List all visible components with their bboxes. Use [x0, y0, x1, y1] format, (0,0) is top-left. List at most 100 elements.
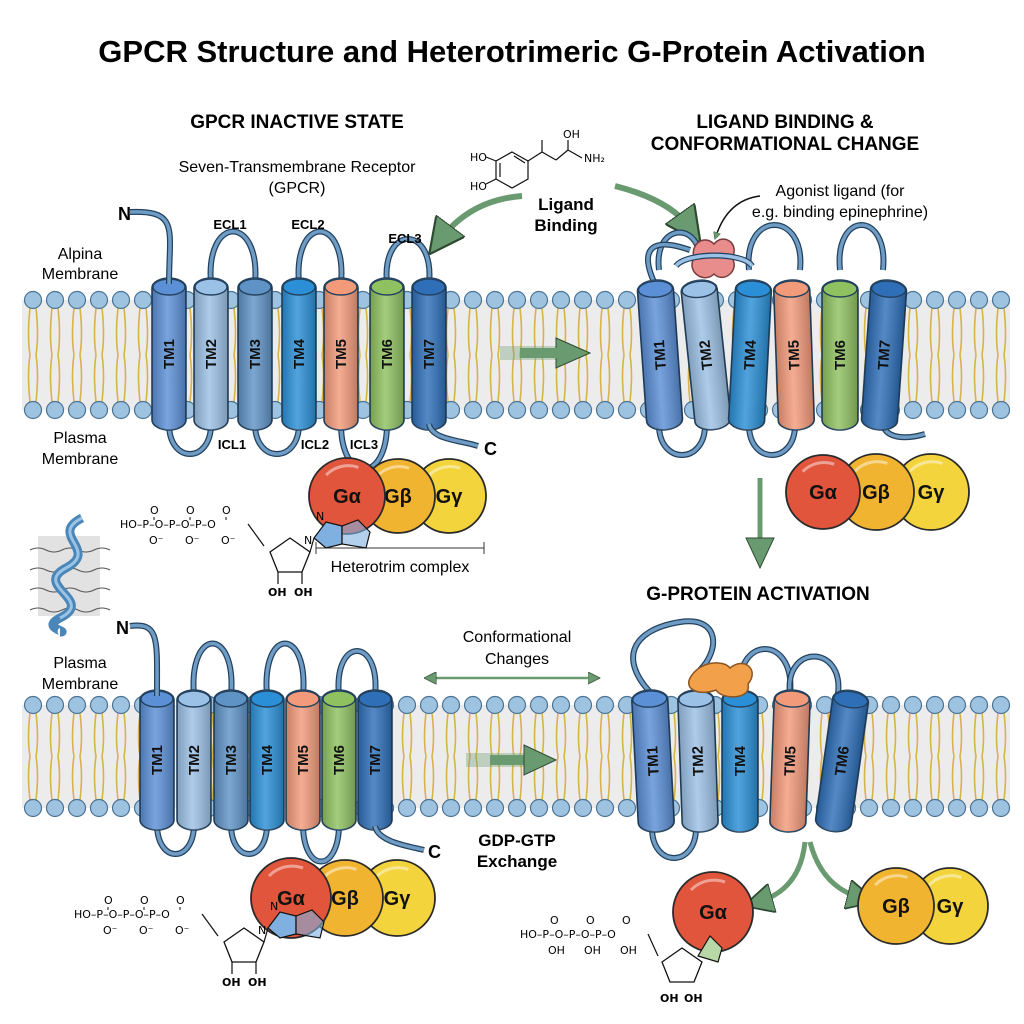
- gpcr-receptor-bound: TM1 TM2 TM4 TM5 TM6 TM7: [636, 222, 926, 458]
- chem-ho-2: HO: [470, 180, 487, 193]
- helix-label: TM2: [689, 746, 707, 777]
- g-alpha-subunit: Gα: [308, 457, 386, 535]
- helix-tm4: TM4: [721, 689, 759, 833]
- helix-label: TM6: [832, 745, 853, 777]
- heterotrimer-label: Heterotrim complex: [331, 559, 470, 576]
- phosphate-oh: OH: [620, 944, 637, 957]
- phosphate-minus: O⁻: [103, 924, 118, 937]
- agonist-label-line2: e.g. binding epinephrine): [752, 204, 928, 221]
- helix-icon: [29, 513, 111, 637]
- helix-tm4: TM4: [249, 689, 285, 831]
- ecl1-label: ECL1: [213, 217, 246, 232]
- g-gamma-subunit-label: Gγ: [384, 888, 412, 910]
- ribose-oh: OH: [248, 976, 267, 989]
- page-title: GPCR Structure and Heterotrimeric G-Prot…: [98, 34, 925, 69]
- c-terminus-label-2: C: [428, 842, 441, 862]
- ecl3-label: ECL3: [388, 231, 421, 246]
- membrane-label-bottom-1: Plasma: [53, 430, 106, 447]
- membrane-label-2-1: Plasma: [53, 655, 106, 672]
- helix-tm5: TM5: [772, 279, 816, 431]
- phosphate-o: O: [150, 504, 159, 517]
- arrow-bound-to-activation: [745, 478, 775, 570]
- exchange-line2: Exchange: [477, 852, 557, 871]
- helix-label: TM7: [421, 339, 438, 369]
- arrow-exchange: [466, 744, 558, 776]
- n-terminus-label: N: [118, 204, 131, 224]
- helix-label: TM1: [651, 339, 670, 370]
- ligand-binding-line1: Ligand: [538, 195, 594, 214]
- base-n: N: [270, 900, 278, 913]
- helix-tm2: TM2: [680, 279, 732, 431]
- phosphate-minus: O⁻: [185, 534, 200, 547]
- helix-tm2: TM2: [176, 689, 212, 831]
- helix-label: TM6: [331, 745, 348, 775]
- g-alpha-released-label: Gα: [699, 902, 728, 924]
- n-terminus-tail: [129, 208, 173, 285]
- helix-tm7: TM7: [860, 279, 908, 431]
- helix-label: TM1: [149, 745, 166, 775]
- g-gamma-subunit-label: Gγ: [918, 482, 946, 504]
- helix-label: TM5: [785, 340, 803, 371]
- extracellular-loop: [745, 222, 804, 271]
- helix-label: TM4: [291, 338, 308, 369]
- helix-tm5: TM5: [285, 689, 321, 831]
- g-gamma-subunit-label: Gγ: [436, 486, 464, 508]
- c-terminus-label: C: [484, 439, 497, 459]
- triphosphate: HO–P–O–P–O–P–O: [120, 518, 216, 531]
- arrow-to-galpha: [758, 841, 808, 902]
- agonist-label-line1: Agonist ligand (for: [776, 183, 906, 200]
- inactive-header: GPCR INACTIVE STATE: [190, 112, 404, 133]
- helix-tm1: TM1: [151, 277, 187, 431]
- ribose-oh: OH: [268, 586, 287, 599]
- epinephrine-structure: [485, 140, 583, 189]
- helix-label: TM5: [295, 745, 312, 775]
- exchange-line1: GDP-GTP: [478, 831, 555, 850]
- membrane-label-bottom-2: Membrane: [42, 451, 119, 468]
- phosphate-minus: O⁻: [221, 534, 236, 547]
- helix-tm1: TM1: [636, 279, 684, 431]
- arrow-to-gbetagamma: [807, 841, 862, 898]
- base-n: N: [304, 534, 312, 547]
- binding-header-line1: LIGAND BINDING &: [696, 112, 874, 133]
- helix-label: TM6: [379, 339, 396, 369]
- ribose-oh: OH: [660, 992, 679, 1005]
- helix-label: TM4: [732, 745, 749, 776]
- helix-label: TM7: [367, 745, 384, 775]
- icl2-label: ICL2: [301, 437, 329, 452]
- conformational-line2: Changes: [485, 651, 549, 668]
- helix-label: TM6: [832, 340, 849, 370]
- helix-tm4: TM4: [727, 279, 773, 431]
- helix-tm1: TM1: [631, 689, 675, 833]
- g-beta-subunit-label: Gβ: [331, 888, 359, 910]
- g-alpha-released: Gα: [672, 871, 754, 953]
- activation-header: G-PROTEIN ACTIVATION: [646, 584, 869, 605]
- ribose-oh: OH: [294, 586, 313, 599]
- receptor-subtitle-line2: (GPCR): [269, 180, 326, 197]
- helix-tm6: TM6: [821, 279, 859, 431]
- binding-header-line2: CONFORMATIONAL CHANGE: [651, 134, 919, 155]
- n-terminus-label-2: N: [116, 618, 129, 638]
- helix-label: TM2: [696, 339, 716, 371]
- membrane-label-2-2: Membrane: [42, 676, 119, 693]
- helix-tm7: TM7: [411, 277, 447, 431]
- ribose-oh: OH: [684, 992, 703, 1005]
- triphosphate: HO–P–O–P–O–P–O: [520, 928, 616, 941]
- icl1-label: ICL1: [218, 437, 246, 452]
- helix-label: TM7: [875, 339, 894, 370]
- phosphate-o: O: [622, 914, 631, 927]
- chem-nh2: NH₂: [584, 152, 605, 165]
- icl3-label: ICL3: [350, 437, 378, 452]
- phosphate-minus: O⁻: [139, 924, 154, 937]
- membrane-label-top-2: Membrane: [42, 266, 119, 283]
- g-beta-released: Gβ: [857, 867, 935, 945]
- g-gamma-released: Gγ: [911, 867, 989, 945]
- helix-label: TM1: [161, 339, 178, 369]
- g-alpha-subunit-label: Gα: [809, 482, 838, 504]
- phosphate-o: O: [176, 894, 185, 907]
- helix-tm6: TM6: [321, 689, 357, 831]
